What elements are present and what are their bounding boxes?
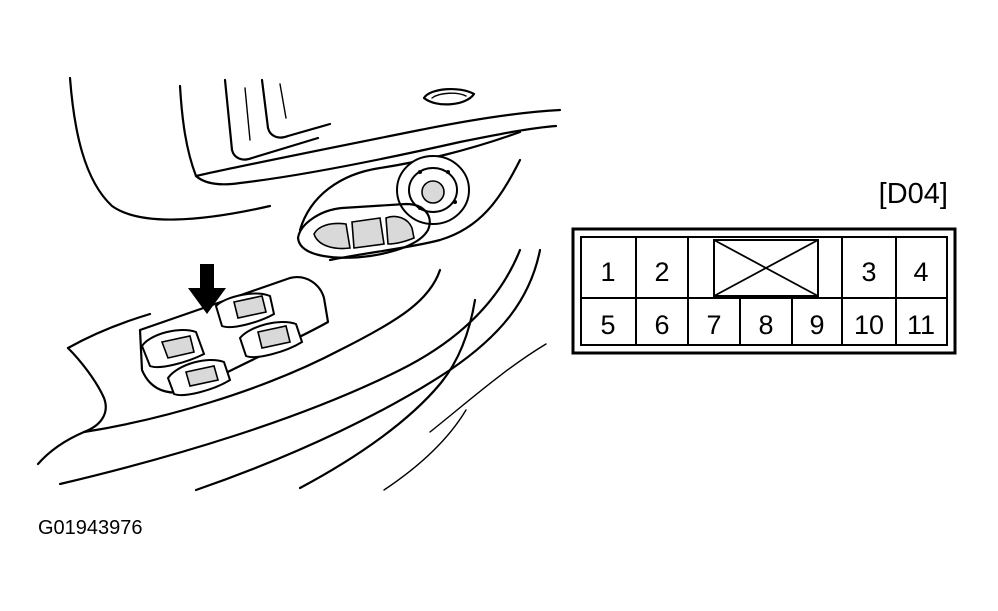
- armrest-long-sweep-2: [58, 248, 522, 486]
- door-pillar-detail: [244, 83, 287, 141]
- door-outer-contour: [68, 76, 272, 221]
- armrest-lower-edge: [36, 346, 107, 466]
- pin-label: 7: [706, 310, 721, 340]
- window-switch-front-right: [214, 292, 276, 328]
- window-sill-line: [178, 84, 562, 178]
- door-pillar-left: [223, 78, 320, 161]
- mirror-switch-marker-l: [418, 170, 422, 174]
- pin-label: 9: [809, 310, 824, 340]
- mirror-switch-marker-br: [453, 200, 457, 204]
- window-frame-inner: [194, 124, 558, 186]
- mirror-switch-marker-r: [446, 170, 450, 174]
- pin-label: 10: [854, 310, 884, 340]
- door-speaker-line: [429, 343, 547, 433]
- door-lock-lens: [422, 88, 476, 106]
- pin-label: 3: [861, 257, 876, 287]
- armrest-middle-edge: [328, 158, 522, 262]
- pin-label: 6: [654, 310, 669, 340]
- mirror-switch-knob: [421, 180, 445, 204]
- pin-label: 11: [907, 310, 935, 340]
- window-switch-front-left: [140, 328, 206, 368]
- upper-switch-1: [313, 222, 351, 250]
- blocked-cavity: [713, 239, 819, 297]
- pin-label: 4: [913, 257, 928, 287]
- connector-id-label: [D04]: [879, 178, 948, 210]
- upper-switch-2: [351, 217, 385, 249]
- door-pocket-edge: [298, 298, 477, 490]
- upper-switch-3: [385, 215, 415, 245]
- armrest-long-sweep-3: [194, 248, 542, 492]
- window-switch-rear-left: [166, 358, 232, 396]
- door-lock-lens-detail: [431, 92, 467, 99]
- armrest-front-curve: [66, 312, 152, 350]
- door-pocket-detail: [383, 409, 467, 491]
- pin-label: 2: [654, 257, 669, 287]
- window-switch-rear-right: [238, 320, 304, 358]
- armrest-long-sweep-1: [82, 268, 442, 434]
- pin-label: 1: [600, 257, 615, 287]
- location-arrow-icon: [188, 264, 226, 314]
- upper-switch-bezel: [296, 202, 431, 259]
- connector-face: 1 2 3 4 5 6 7 8 9 10 11: [571, 227, 957, 355]
- figure-code: G01943976: [38, 517, 143, 539]
- door-pillar-right: [260, 78, 332, 139]
- pin-label: 8: [758, 310, 773, 340]
- door-panel-illustration: [36, 76, 562, 492]
- pin-label: 5: [600, 310, 615, 340]
- armrest-upper-edge: [298, 130, 522, 232]
